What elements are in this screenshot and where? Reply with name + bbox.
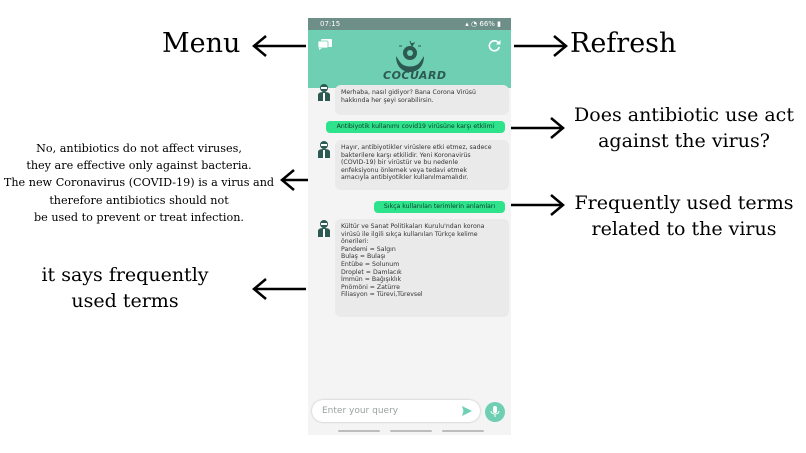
user-message-terms: Sıkça kullanılan terimlerin anlamları (374, 201, 505, 213)
terms-answer-arrow-icon (252, 278, 306, 300)
user-message-antibiotic: Antibiyotik kullanımı covid19 virüsüne k… (326, 121, 505, 133)
query-input[interactable]: Enter your query (312, 400, 480, 422)
send-icon[interactable] (462, 406, 472, 416)
query-input-placeholder: Enter your query (322, 406, 399, 416)
status-time: 07:15 (320, 20, 341, 28)
refresh-icon[interactable] (488, 39, 501, 52)
menu-arrow-icon (252, 35, 306, 57)
doctor-avatar-icon (318, 84, 330, 101)
status-bar: 07:15 ▴ ◔ 66% ▮ (308, 18, 511, 30)
status-indicators: ▴ ◔ 66% ▮ (465, 18, 501, 30)
chat-bubble-icon[interactable] (318, 39, 332, 50)
bot-message-terms-answer: Kültür ve Sanat Politikaları Kurulu'ndan… (335, 219, 509, 317)
doctor-avatar-icon (318, 220, 330, 237)
menu-annotation: Menu (162, 28, 241, 59)
mic-icon (490, 406, 500, 417)
refresh-annotation: Refresh (570, 28, 677, 59)
logo-text: COCUARD (383, 69, 447, 82)
cocuard-logo-icon (396, 40, 424, 72)
antibiotic-answer-annotation: No, antibiotics do not affect viruses, t… (3, 142, 275, 224)
phone-screen: 07:15 ▴ ◔ 66% ▮ COCUARD Merhaba, nasıl g… (308, 18, 511, 435)
nav-back[interactable] (338, 430, 380, 432)
terms-question-annotation: Frequently used terms related to the vir… (574, 192, 794, 240)
mic-button[interactable] (485, 402, 505, 422)
refresh-arrow-icon (514, 35, 568, 57)
bot-message-greeting: Merhaba, nasıl gidiyor? Bana Corona Virü… (335, 85, 509, 115)
doctor-avatar-icon (318, 141, 330, 158)
nav-home[interactable] (390, 430, 432, 432)
battery-level: 66% (479, 20, 495, 28)
terms-question-arrow-icon (511, 194, 565, 216)
battery-icon: ▮ (494, 20, 501, 28)
header-wave (308, 62, 511, 89)
bot-message-antibiotic-answer: Hayır, antibiyotikler virüslere etki etm… (335, 140, 509, 190)
signal-icon: ▴ ◔ (465, 20, 480, 28)
antibiotic-question-annotation: Does antibiotic use act against the viru… (574, 104, 794, 152)
nav-recents[interactable] (442, 430, 484, 432)
antibiotic-question-arrow-icon (509, 117, 565, 139)
android-nav-bar (308, 428, 511, 435)
terms-answer-annotation: it says frequently used terms (41, 264, 209, 312)
